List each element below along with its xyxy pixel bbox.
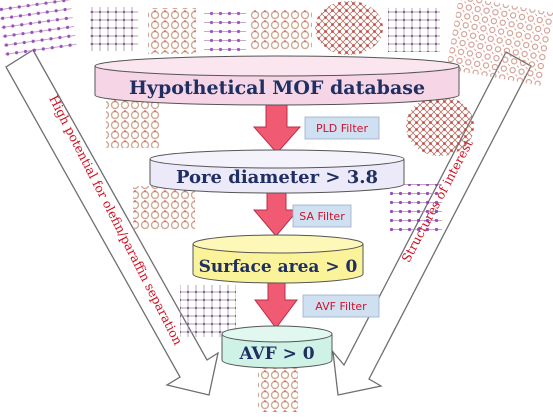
stage-surface-area-label: Surface area > 0: [199, 257, 358, 277]
filter-sa-label: SA Filter: [299, 210, 345, 223]
filter-pld-label: PLD Filter: [316, 122, 368, 135]
stage-avf: AVF > 0: [221, 325, 333, 369]
stage-database: Hypothetical MOF database: [94, 55, 460, 106]
filter-avf-label: AVF Filter: [315, 300, 367, 313]
stage-pore-diameter: Pore diameter > 3.8: [149, 149, 405, 194]
stage-database-label: Hypothetical MOF database: [129, 77, 425, 99]
stage-surface-area: Surface area > 0: [192, 234, 364, 284]
stage-pore-diameter-label: Pore diameter > 3.8: [176, 167, 378, 188]
filter-pld: PLD Filter: [304, 116, 380, 140]
stage-avf-label: AVF > 0: [238, 344, 314, 364]
filter-avf: AVF Filter: [302, 294, 380, 318]
filter-sa: SA Filter: [292, 204, 352, 228]
left-side-arrow: [5, 49, 219, 396]
